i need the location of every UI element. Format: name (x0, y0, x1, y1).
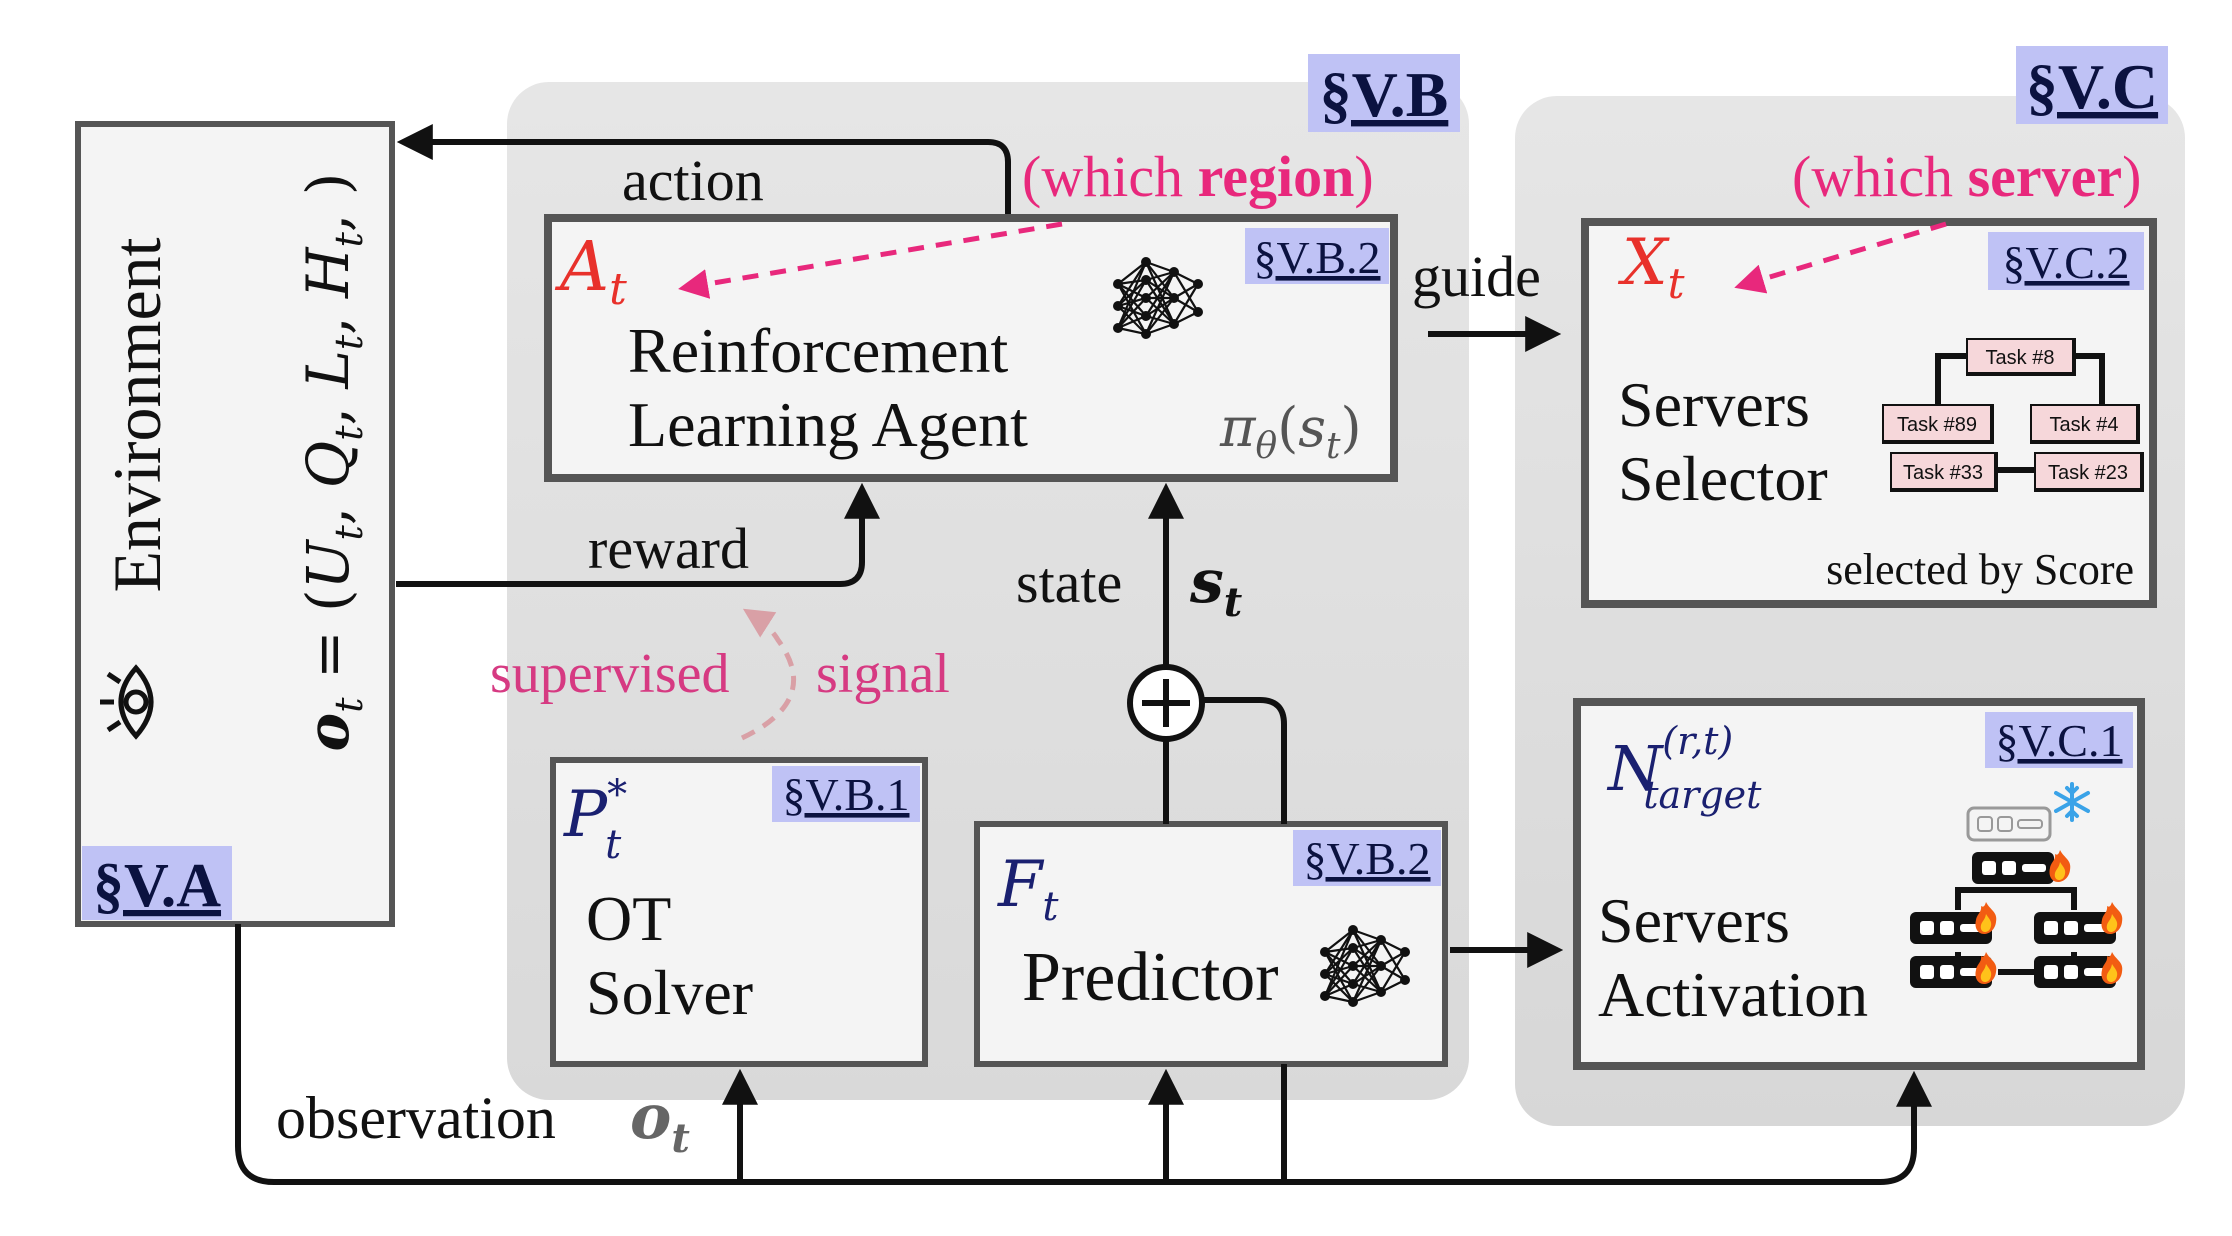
section-badge-vc1[interactable] (1985, 712, 2133, 768)
guide-label: guide (1412, 244, 1541, 309)
predictor-title: Predictor (1022, 939, 1279, 1016)
section-label-vc1[interactable]: §V.C.1 (1996, 715, 2123, 766)
supervised-signal-arrow (740, 608, 797, 741)
activation-symbol: N(r,t)target (1606, 719, 1762, 817)
selector-title-line1: Servers (1618, 369, 1810, 440)
solver-symbol: P*t (563, 772, 627, 868)
action-arrow (396, 124, 1011, 214)
svg-text:Task #33: Task #33 (1903, 462, 1983, 484)
solver-title-line2: Solver (586, 957, 753, 1028)
task-node-23: Task #23 (2034, 452, 2144, 492)
section-badge-vb[interactable] (1308, 54, 1460, 132)
selector-note: selected by Score (1826, 545, 2134, 594)
activation-title-line1: Servers (1598, 885, 1790, 956)
section-badge-va[interactable] (82, 846, 232, 920)
task-node-33: Task #33 (1890, 452, 1998, 492)
inactive-server (1966, 806, 2052, 842)
state-label: state (1016, 550, 1122, 615)
selector-title-line2: Selector (1618, 443, 1828, 514)
agent-symbol: At (554, 228, 627, 315)
which-server-label: (which server) (1792, 144, 2141, 209)
section-label-vb2-agent[interactable]: §V.B.2 (1254, 232, 1381, 283)
section-badge-vb2-pred[interactable] (1293, 830, 1441, 886)
section-badge-vc2[interactable] (1988, 232, 2144, 290)
task-tree: Task #8 Task #89 Task #4 Task #33 Task #… (1882, 338, 2144, 492)
which-region-label: (which region) (1022, 144, 1374, 209)
active-server (1972, 852, 2054, 884)
reward-label: reward (588, 516, 749, 581)
section-label-va[interactable]: §V.A (93, 852, 221, 920)
section-label-vb[interactable]: §V.B (1320, 59, 1449, 130)
server-tree-icon (1910, 782, 2123, 988)
section-badge-vb2-agent[interactable] (1245, 228, 1389, 284)
svg-text:Task #4: Task #4 (2050, 414, 2119, 436)
activation-title-line2: Activation (1598, 959, 1868, 1030)
reward-arrow (396, 482, 880, 587)
section-badge-vc[interactable] (2016, 46, 2168, 124)
section-label-vc2[interactable]: §V.C.2 (2003, 237, 2130, 288)
observation-formula: ot = (Ut, Qt, Lt, Ht, ) (294, 173, 371, 752)
task-node-8: Task #8 (1966, 338, 2076, 376)
observation-label: observation (276, 1085, 556, 1151)
supervised-label: supervised (490, 643, 730, 705)
which-server-arrow (1734, 221, 1947, 294)
svg-text:Task #8: Task #8 (1986, 347, 2055, 369)
policy-label: πθ(st) (1219, 396, 1362, 467)
environment-title: Environment (99, 237, 175, 592)
signal-label: signal (816, 643, 950, 705)
section-label-vb1[interactable]: §V.B.1 (783, 769, 910, 820)
section-badge-vb1[interactable] (772, 766, 920, 822)
agent-title-line1: Reinforcement (628, 315, 1009, 386)
task-node-89: Task #89 (1882, 404, 1994, 444)
observation-bus (235, 924, 1932, 1185)
snowflake-icon (2054, 782, 2090, 822)
selector-symbol: Xt (1617, 226, 1685, 308)
observation-symbol: ot (630, 1080, 690, 1162)
predictor-symbol: Ft (997, 848, 1059, 930)
which-region-arrow (678, 221, 1063, 299)
eye-icon (100, 664, 154, 740)
predictor-branch-line (1202, 697, 1287, 824)
section-label-vc[interactable]: §V.C (2026, 51, 2158, 122)
state-symbol: st (1189, 547, 1243, 626)
agent-title-line2: Learning Agent (628, 389, 1028, 460)
svg-text:Task #23: Task #23 (2048, 462, 2128, 484)
solver-title-line1: OT (586, 883, 671, 954)
section-label-vb2-pred[interactable]: §V.B.2 (1304, 833, 1431, 884)
action-label: action (622, 148, 764, 213)
task-node-4: Task #4 (2030, 404, 2140, 444)
svg-text:Task #89: Task #89 (1897, 414, 1977, 436)
